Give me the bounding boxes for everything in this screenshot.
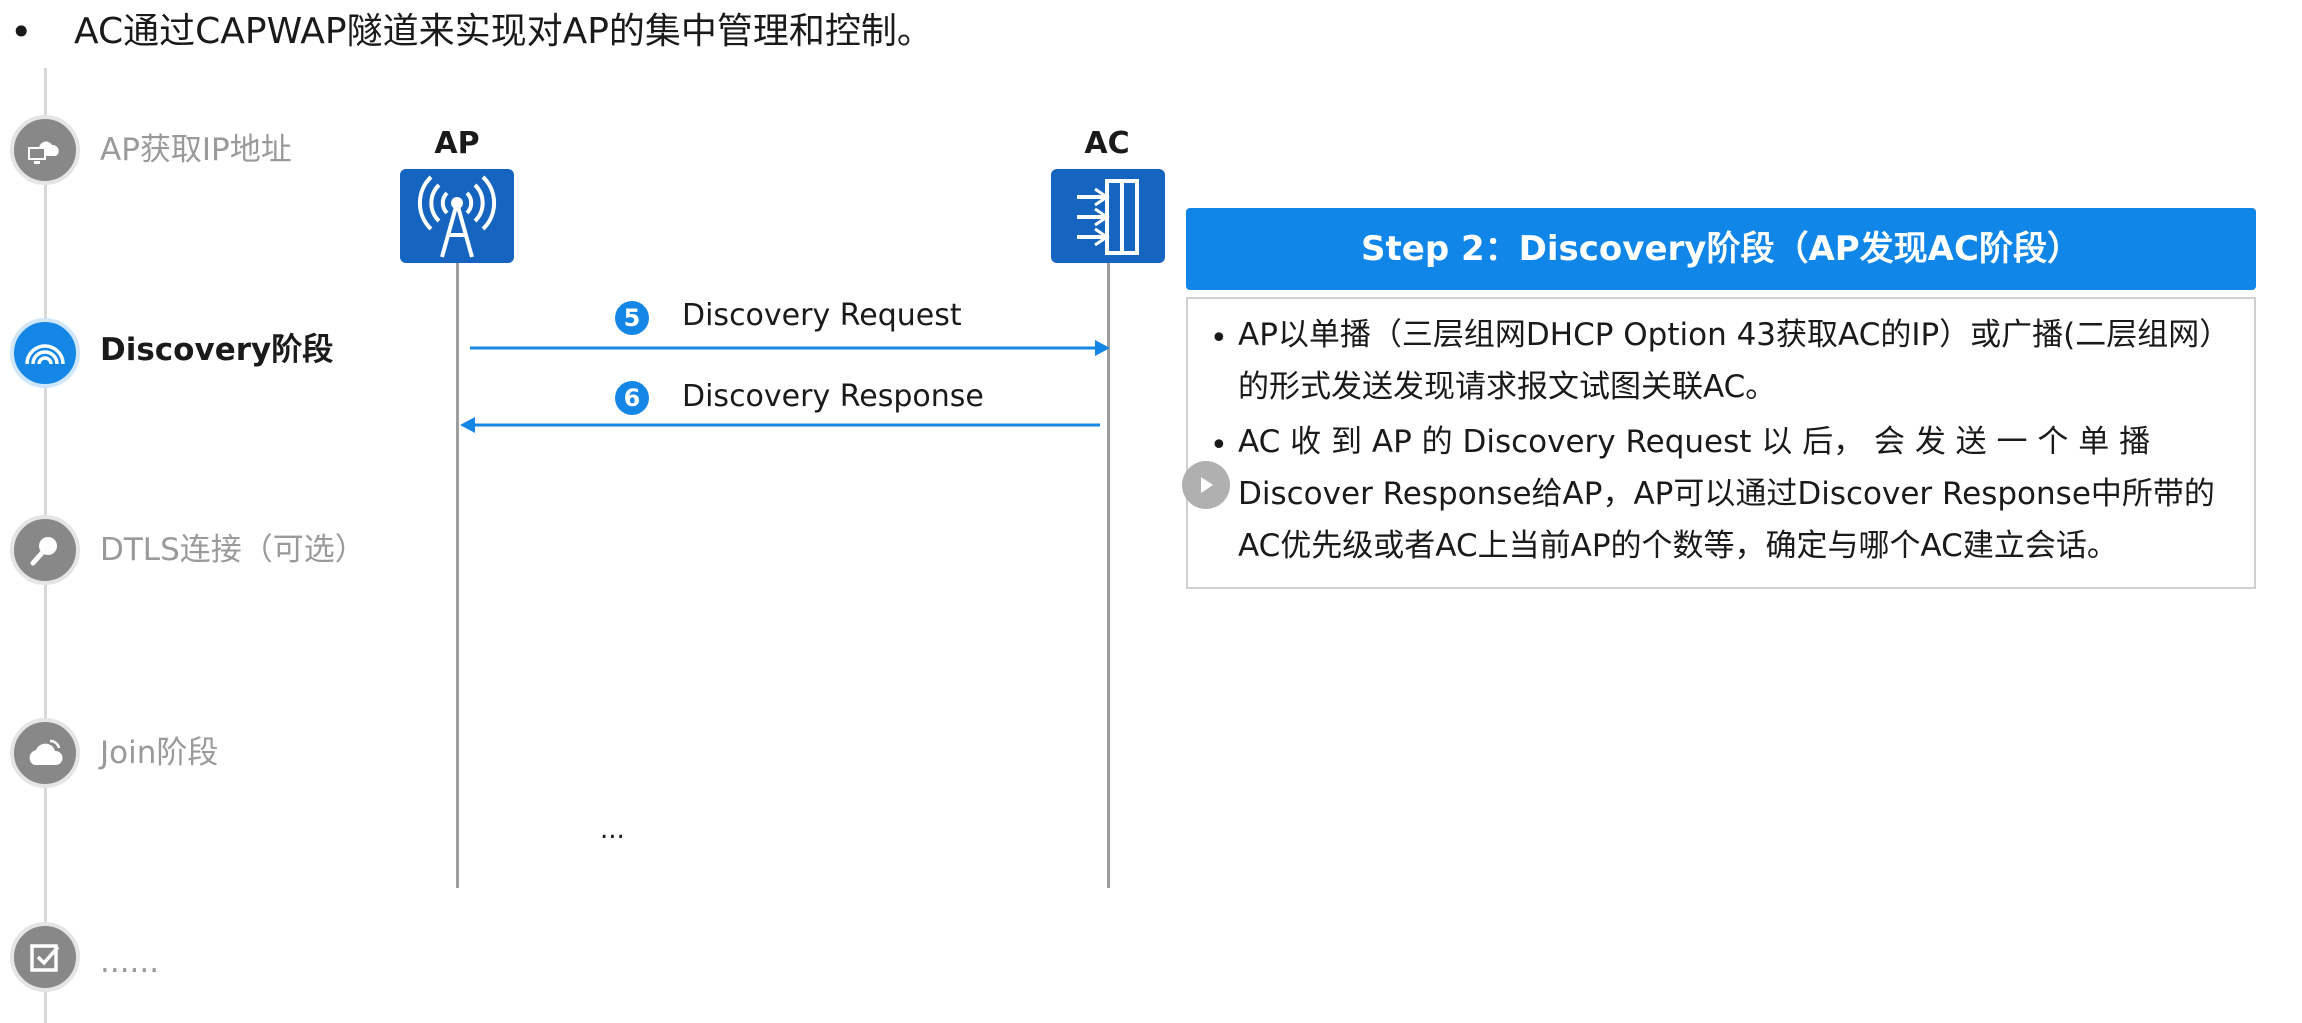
timeline-label-join: Join阶段: [100, 735, 219, 771]
message-arrows: [460, 340, 1110, 433]
message-label: Discovery Response: [682, 379, 984, 414]
step-panel-title: Step 2：Discovery阶段（AP发现AC阶段）: [1186, 208, 2256, 290]
access-controller-icon: [1051, 169, 1165, 263]
message-label: Discovery Request: [682, 298, 962, 333]
diagram-ellipsis: ...: [600, 815, 625, 845]
ap-label: AP: [434, 126, 480, 161]
timeline-step-join[interactable]: [10, 718, 80, 788]
panel-bullet-text: AP以单播（三层组网DHCP Option 43获取AC的IP）或广播(二层组网…: [1238, 317, 2231, 405]
timeline-step-discovery[interactable]: [10, 318, 80, 388]
ac-lifeline: [1107, 263, 1110, 888]
message-number-badge: 6: [615, 381, 649, 415]
bullet-dot: •: [1210, 428, 1228, 463]
timeline-step-dtls[interactable]: [10, 515, 80, 585]
wireless-ap-icon: [400, 169, 514, 263]
page-title: AC通过CAPWAP隧道来实现对AP的集中管理和控制。: [74, 11, 933, 52]
discovery-request-arrowhead: [1095, 340, 1110, 356]
play-icon: [1201, 477, 1213, 493]
timeline-label-ap-ip: AP获取IP地址: [100, 132, 292, 168]
panel-bullet-text: AC 收 到 AP 的 Discovery Request 以 后， 会 发 送…: [1238, 424, 2215, 564]
magnifier-icon: [30, 537, 57, 566]
timeline-label-dtls: DTLS连接（可选）: [100, 532, 366, 568]
step-panel-body: • AP以单播（三层组网DHCP Option 43获取AC的IP）或广播(二层…: [1186, 297, 2256, 589]
rainbow-icon: [25, 344, 65, 365]
ap-lifeline: [456, 263, 459, 888]
cloud-icon: [29, 739, 63, 765]
checkbox-icon: [30, 944, 60, 972]
discovery-response-arrowhead: [460, 417, 475, 433]
timeline-label-more: ......: [100, 944, 160, 980]
header-bullet: •: [10, 10, 33, 54]
timeline-label-discovery: Discovery阶段: [100, 332, 334, 368]
computer-cloud-icon: [28, 141, 59, 164]
timeline-step-more[interactable]: [10, 922, 80, 992]
ac-label: AC: [1084, 126, 1130, 161]
timeline-step-ap-ip[interactable]: [10, 115, 80, 185]
message-number-badge: 5: [615, 301, 649, 335]
play-button[interactable]: [1182, 461, 1230, 509]
bullet-dot: •: [1210, 321, 1228, 356]
